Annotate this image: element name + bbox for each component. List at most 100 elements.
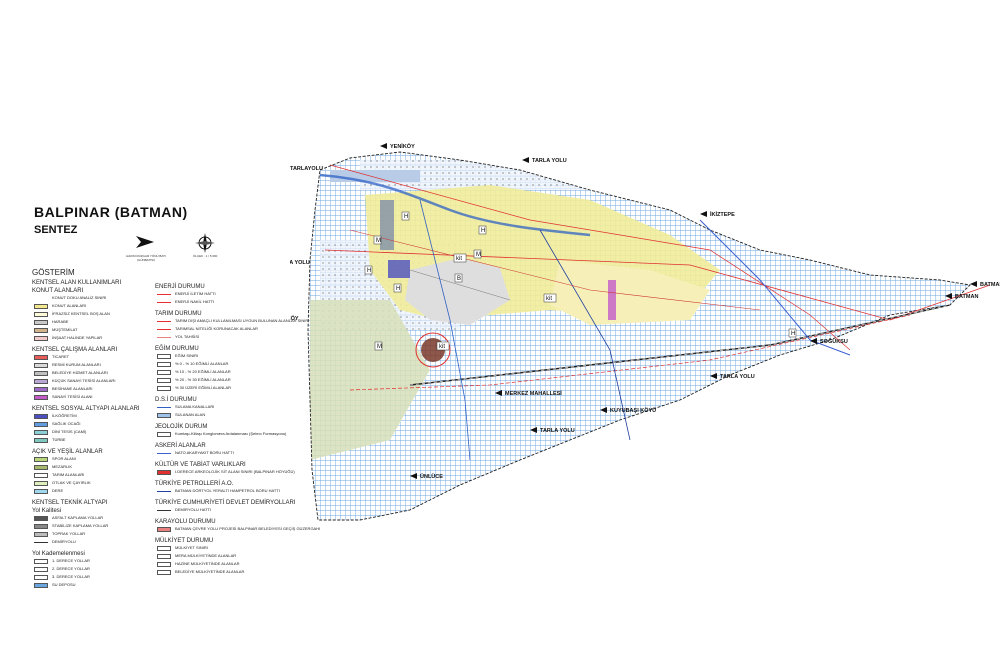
legend-swatch [157, 302, 171, 303]
pipeline [539, 229, 631, 441]
place-label: ZORKÖY [290, 315, 299, 322]
legend-section-title: EĞİM DURUMU [155, 346, 199, 352]
legend-item-label: SPOR ALANI [52, 456, 76, 461]
legend-swatch [157, 546, 171, 551]
legend-swatch [34, 567, 48, 572]
legend-swatch [34, 583, 48, 588]
zone-marker [543, 293, 557, 303]
legend-item-label: Kumtaşı-Kiltaşı Konglomera Ardalanması (… [175, 431, 287, 436]
zone-marker [373, 235, 382, 245]
legend-swatch [157, 386, 171, 391]
legend-item-label: % 30 ÜZERİ EĞİMLİ ALANLAR [175, 385, 232, 390]
zone-label: M [476, 252, 481, 258]
nato-pipeline [699, 219, 851, 356]
zone-label: kit [456, 256, 462, 262]
legend-item-label: BELEDİYE HİZMET ALANLARI [52, 370, 108, 375]
legend-item-label: TARIM ALANLARI [52, 472, 85, 477]
legend-subtitle: Yol Kalitesi [32, 508, 62, 514]
place-label: ÜNLÜCE [420, 473, 443, 480]
wind-caption: HAKIM RÜZGAR YÖNÜ BATI (GÜNBATISI) [126, 254, 166, 262]
canal [419, 199, 471, 461]
zone-marker [374, 341, 383, 351]
zone-marker [473, 249, 482, 259]
legend-item-label: 3. DERECE YOLLAR [52, 574, 90, 579]
zone-label: M [377, 344, 382, 350]
place-label: YENİKÖY [390, 143, 415, 150]
direction-arrow-icon [810, 338, 817, 344]
legend-item-label: İFRAZSIZ KENTSEL BOŞ ALAN [52, 311, 110, 316]
legend-section-title: KENTSEL TEKNİK ALTYAPI [32, 500, 108, 506]
legend-swatch [157, 562, 171, 567]
legend-item-label: DEMİRYOLU HATTI [175, 507, 212, 512]
river [319, 173, 591, 237]
legend-swatch [157, 370, 171, 375]
direction-arrow-icon [970, 281, 977, 287]
legend-swatch [34, 379, 48, 384]
legend-swatch [34, 336, 48, 341]
legend-swatch [34, 371, 48, 376]
legend-swatch [157, 354, 171, 359]
legend-swatch [34, 465, 48, 470]
legend-item-label: BELEDİYE MÜLKİYETİNDE ALANLAR [175, 569, 245, 574]
legend-swatch [34, 575, 48, 580]
legend-section-title: KÜLTÜR VE TABİAT VARLIKLARI [155, 462, 246, 468]
legend-item-label: TİCARET [52, 354, 70, 359]
zone-marker [478, 225, 487, 235]
place-label: MERKEZ MAHALLESİ [505, 390, 562, 397]
legend-swatch [157, 321, 171, 322]
legend-swatch [34, 516, 48, 521]
legend-item-label: ENERJİ NAKİL HATTI [175, 299, 215, 304]
legend-item-label: SANAYİ TESİSİ ALANI [52, 394, 93, 399]
direction-arrow-icon [495, 390, 502, 396]
legend-item-label: RESMİ KURUM ALANLARI [52, 362, 101, 367]
legend-swatch [34, 387, 48, 392]
legend-item-label: % 0 - % 10 EĞİMLİ ALANLAR [175, 361, 229, 366]
legend-section-title: KARAYOLU DURUMU [155, 519, 216, 525]
legend-item-label: TÜRBE [52, 437, 66, 442]
map-subtitle: SENTEZ [34, 224, 78, 236]
zone-label: kit [439, 344, 445, 350]
legend-item-label: TARIMSAL NİTELİĞİ KORUNACAK ALANLAR [175, 326, 258, 331]
legend-item-label: KONUT DOKU ANALİZ SINIRI [52, 295, 107, 300]
legend-item-label: DEMİRYOLU [52, 539, 76, 544]
legend-swatch [34, 438, 48, 443]
main-road [349, 229, 761, 311]
legend-item-label: SULANAN ALAN [175, 412, 206, 417]
legend-section-title: D.S.İ DURUMU [155, 397, 197, 403]
zone-marker [453, 253, 467, 263]
legend-item-label: DİNİ TESİS (CAMİ) [52, 429, 87, 434]
legend-item-label: BATMAN ÇEVRE YOLU PROJESİ BALPINAR BELED… [175, 526, 321, 531]
legend-swatch [34, 524, 48, 529]
legend-item-label: SAĞLIK OCAĞI [52, 421, 81, 426]
legend-section-title: AÇIK VE YEŞİL ALANLAR [32, 449, 103, 455]
legend-item-label: MÜŞTEMİLAT [52, 327, 78, 332]
place-label: TARLA YOLU [720, 374, 755, 380]
legend-item-label: İNŞAAT HALİNDE YAPILAR [52, 335, 103, 340]
direction-arrow-icon [522, 157, 529, 163]
legend-section-title: ASKERİ ALANLAR [155, 443, 206, 449]
place-label: KUYUBAŞI KÖYÜ [610, 407, 656, 414]
direction-arrow-icon [600, 407, 607, 413]
legend-swatch [157, 329, 171, 330]
legend-section-title: Yol Kademelenmesi [32, 551, 85, 557]
legend-item-label: HARABE [52, 319, 69, 324]
legend-item-label: 2. DERECE YOLLAR [52, 566, 90, 571]
ring-road [349, 314, 911, 391]
legend-swatch [34, 355, 48, 360]
legend-item-label: 1. DERECE YOLLAR [52, 558, 90, 563]
legend-swatch [157, 407, 171, 408]
place-label: SOĞUKSU [820, 337, 848, 345]
legend-swatch [34, 481, 48, 486]
legend-section-title: KENTSEL ÇALIŞMA ALANLARI [32, 347, 118, 353]
zone-label: H [791, 331, 795, 337]
place-label: TARLA YOLU [540, 428, 575, 434]
legend-swatch [34, 298, 48, 299]
legend-swatch [34, 414, 48, 419]
zone-marker [401, 211, 410, 221]
legend-swatch [157, 510, 171, 511]
legend-section-title: KENTSEL ALAN KULLANIMLARI [32, 280, 122, 286]
map-title: BALPINAR (BATMAN) [34, 204, 188, 220]
